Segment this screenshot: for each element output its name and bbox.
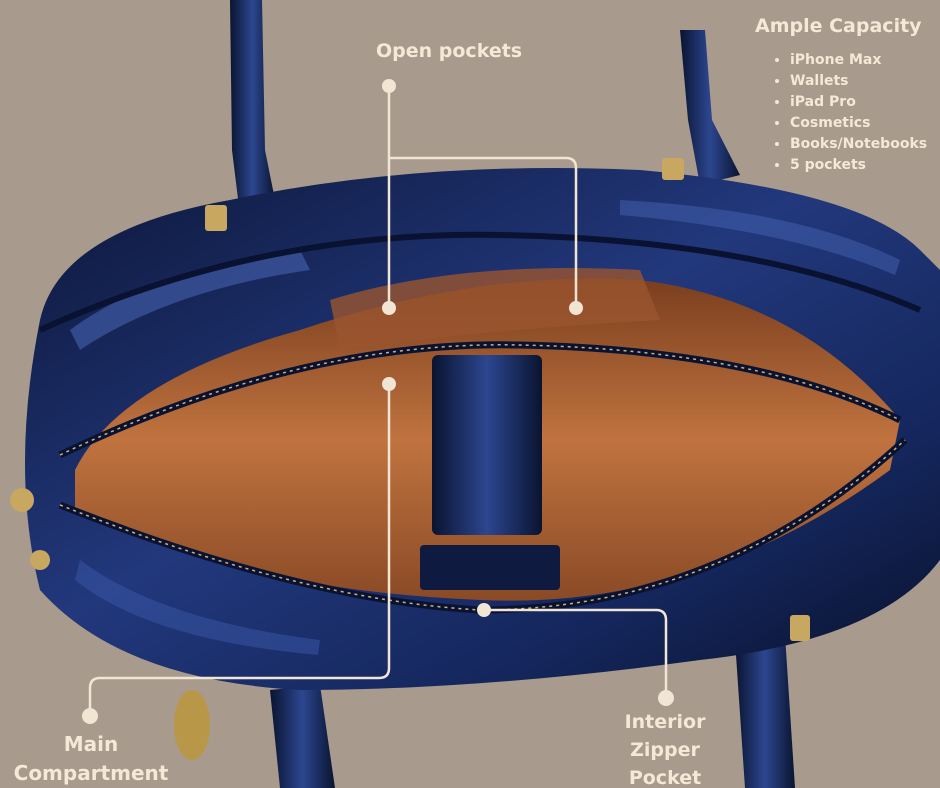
open-pockets-label: Open pockets	[376, 40, 523, 62]
main-compartment-line-2: Compartment	[13, 761, 169, 785]
callout-dots	[82, 79, 674, 724]
callout-lines	[88, 86, 668, 716]
interior-zipper-label: Interior Zipper Pocket	[590, 708, 740, 788]
capacity-item: Wallets	[790, 71, 927, 92]
capacity-title: Ample Capacity	[755, 15, 922, 37]
bag-interior	[38, 231, 922, 614]
gold-hardware	[10, 158, 810, 760]
bottom-handles	[270, 635, 795, 788]
capacity-item: iPad Pro	[790, 92, 927, 113]
capacity-item: Cosmetics	[790, 113, 927, 134]
interior-zipper-line-2: Pocket	[628, 767, 702, 788]
capacity-list: iPhone Max Wallets iPad Pro Cosmetics Bo…	[772, 50, 927, 176]
capacity-item: Books/Notebooks	[790, 134, 927, 155]
top-handles	[230, 0, 740, 215]
capacity-item: 5 pockets	[790, 155, 927, 176]
capacity-item: iPhone Max	[790, 50, 927, 71]
main-compartment-label: Main Compartment	[8, 730, 174, 788]
main-compartment-line-1: Main	[63, 732, 119, 756]
interior-zipper-line-1: Interior Zipper	[624, 711, 706, 761]
